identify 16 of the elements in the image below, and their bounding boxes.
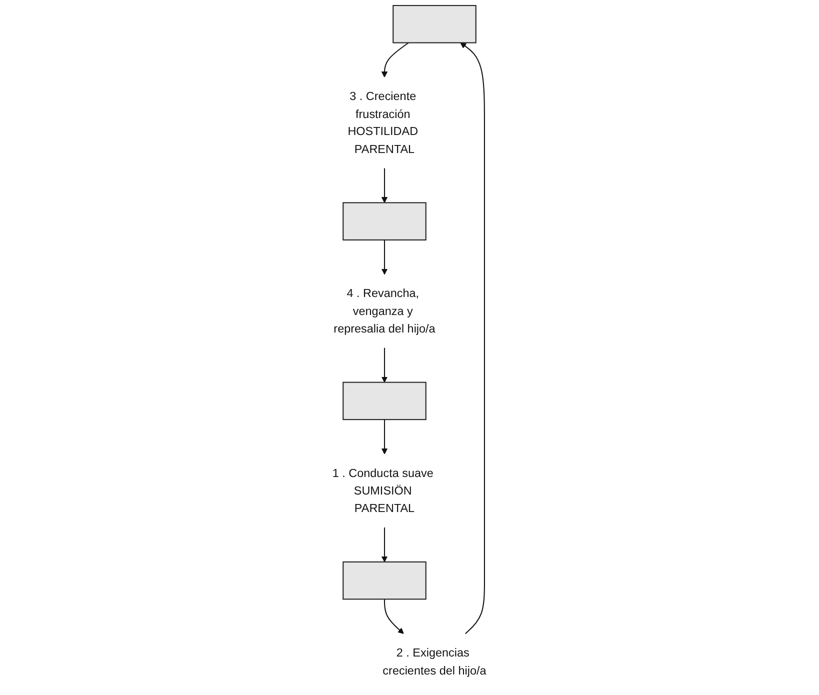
arrow (381, 420, 388, 454)
node-text: 1 . Conducta suave SUMISIÖN PARENTAL (332, 466, 434, 515)
arrow (381, 168, 388, 203)
node-text: 3 . Creciente frustración HOSTILIDAD PARENTAL (348, 90, 418, 156)
arrow (381, 240, 388, 275)
arrow (381, 348, 388, 383)
node-box (342, 202, 426, 240)
arrow (460, 42, 485, 634)
arrow (384, 599, 404, 634)
node-box (392, 5, 476, 44)
arrow (381, 527, 388, 562)
node-text: 2 . Exigencias crecientes del hijo/a (382, 646, 486, 677)
arrow (381, 42, 409, 78)
node-box (342, 561, 426, 600)
node-text: 4 . Revancha, venganza y represalia del hijo/a (334, 286, 436, 336)
node-box (342, 382, 426, 420)
